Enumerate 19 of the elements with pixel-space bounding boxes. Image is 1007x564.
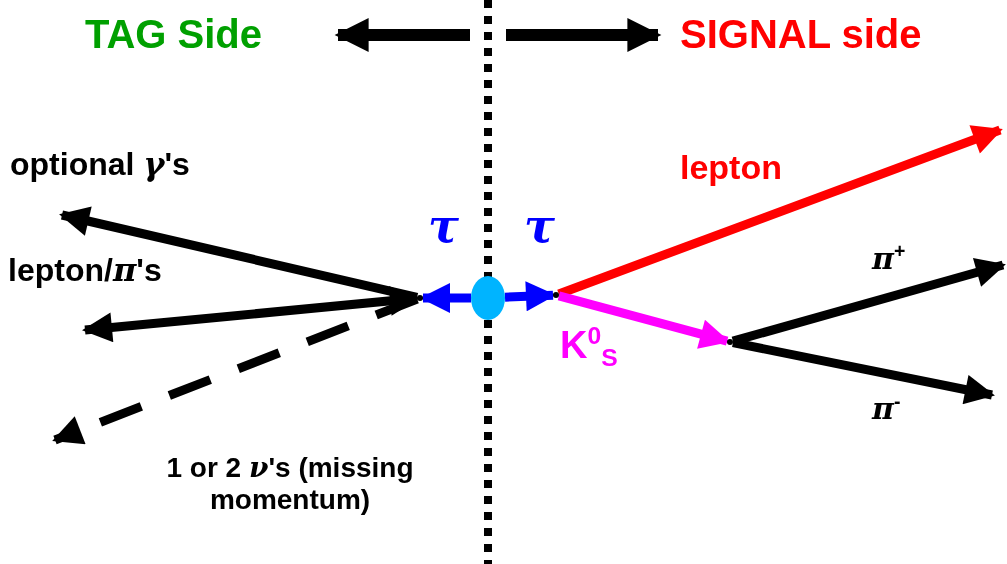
side-heading: SIGNAL side bbox=[680, 12, 922, 57]
edge-label: lepton bbox=[680, 148, 782, 188]
edge-label: π$^{+}$ bbox=[872, 240, 906, 277]
arrow bbox=[82, 285, 420, 343]
edge-label: lepton/π's bbox=[8, 252, 162, 289]
edge-label: π$^{-}$ bbox=[872, 390, 901, 427]
decay-vertex bbox=[417, 295, 423, 301]
arrow bbox=[557, 291, 730, 349]
edge-label: τ bbox=[524, 200, 555, 253]
arrow bbox=[732, 338, 995, 405]
decay-vertex bbox=[727, 339, 733, 345]
side-heading: TAG Side bbox=[85, 12, 263, 57]
arrow bbox=[504, 281, 556, 312]
edge-label: 1 or 2 ν's (missing momentum) bbox=[165, 452, 415, 517]
arrow bbox=[420, 283, 471, 313]
collision-point bbox=[471, 276, 505, 320]
edge-label: τ bbox=[428, 200, 459, 253]
edge-label: optional γ's bbox=[10, 146, 190, 183]
decay-vertex bbox=[553, 292, 559, 298]
